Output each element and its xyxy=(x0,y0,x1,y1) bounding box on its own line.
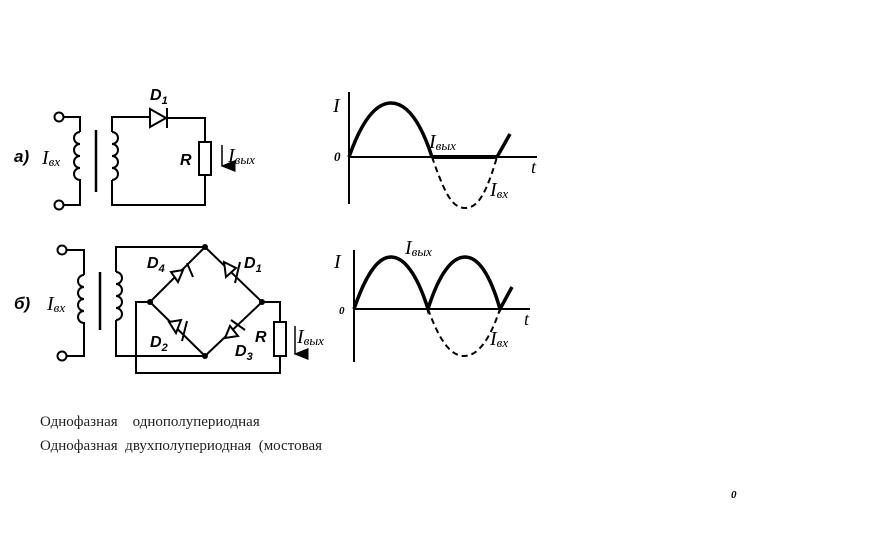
secondary-coil-a xyxy=(111,131,119,181)
bridge-edge-d1 xyxy=(204,246,263,303)
diode-d4-label: D xyxy=(147,255,159,272)
input-current-a-sub: вх xyxy=(49,154,61,169)
terminal-a-bottom xyxy=(53,199,65,211)
resistor-a-label: R xyxy=(180,152,192,169)
diode-d1-a xyxy=(149,107,169,129)
corner-mark: 0 xyxy=(731,489,737,501)
graph-a-y-label: I xyxy=(332,95,341,117)
svg-text:Iвх: Iвх xyxy=(46,293,65,315)
diode-d2-label: D xyxy=(150,334,162,351)
svg-text:D3: D3 xyxy=(235,343,253,363)
svg-text:Iвх: Iвх xyxy=(489,179,508,201)
circuit-a-tag: а) xyxy=(14,147,29,166)
graph-a-input-sub: вх xyxy=(497,186,509,201)
graph-a-output-label: I xyxy=(428,131,437,153)
diode-d3-sub: 3 xyxy=(247,351,253,363)
output-current-b: I xyxy=(296,326,305,348)
resistor-b-label: R xyxy=(255,329,267,346)
graph-a-x-label: t xyxy=(531,157,537,177)
graph-b-y-label: I xyxy=(333,251,342,273)
diode-d3-label: D xyxy=(235,343,247,360)
primary-coil-a xyxy=(73,131,81,190)
input-current-b-sub: вх xyxy=(54,300,66,315)
graph-b-input-label: I xyxy=(489,328,498,350)
graph-b-output-wave xyxy=(352,255,514,315)
graph-b-output-label: I xyxy=(404,237,413,259)
graph-b xyxy=(352,250,530,362)
svg-text:Iвх: Iвх xyxy=(489,328,508,350)
graph-a-input-wave xyxy=(431,156,498,210)
input-current-a: I xyxy=(41,147,50,169)
svg-text:D4: D4 xyxy=(147,255,165,275)
svg-text:D1: D1 xyxy=(244,255,262,275)
graph-b-x-label: t xyxy=(524,309,530,329)
secondary-coil-b xyxy=(115,271,123,321)
diode-d2-b xyxy=(167,318,188,342)
svg-text:D2: D2 xyxy=(150,334,168,354)
diode-d3-b xyxy=(223,319,246,340)
resistor-a xyxy=(198,141,212,176)
graph-a-output-wave xyxy=(347,101,434,158)
output-current-a: I xyxy=(227,145,236,167)
svg-text:Iвых: Iвых xyxy=(428,131,456,153)
circuit-b-tag: б) xyxy=(14,294,31,313)
graph-a-input-label: I xyxy=(489,179,498,201)
output-current-b-sub: вых xyxy=(304,333,324,348)
output-current-a-sub: вых xyxy=(235,152,255,167)
svg-text:Iвх: Iвх xyxy=(41,147,60,169)
graph-b-input-sub: вх xyxy=(497,335,509,350)
input-current-b: I xyxy=(46,293,55,315)
caption-full-wave-bridge: Однофазная двухполупериодная (мостовая xyxy=(40,438,323,454)
terminal-b-top xyxy=(56,244,68,256)
resistor-b xyxy=(273,321,287,357)
svg-text:D1: D1 xyxy=(150,87,168,107)
graph-b-output-sub: вых xyxy=(412,244,432,259)
svg-text:Iвых: Iвых xyxy=(404,237,432,259)
diode-a-sub: 1 xyxy=(162,95,168,107)
primary-coil-b xyxy=(77,274,85,330)
graph-b-origin: 0 xyxy=(339,305,345,317)
graph-a xyxy=(347,92,537,210)
graph-b-input-wave xyxy=(427,308,501,358)
circuit-b xyxy=(56,244,309,374)
graph-a-origin: 0 xyxy=(334,149,341,164)
svg-text:Iвых: Iвых xyxy=(296,326,324,348)
diode-a-label: D xyxy=(150,87,162,104)
diode-d4-b xyxy=(169,262,194,285)
terminal-b-bottom xyxy=(56,350,68,362)
bridge-nodes xyxy=(147,244,265,359)
diode-d1b-sub: 1 xyxy=(256,263,262,275)
diode-d2-sub: 2 xyxy=(161,342,168,354)
terminal-a-top xyxy=(53,111,65,123)
diode-d4-sub: 4 xyxy=(158,263,165,275)
diode-d1-b xyxy=(222,260,241,284)
circuit-a xyxy=(53,107,236,211)
graph-a-output-sub: вых xyxy=(436,138,456,153)
svg-text:Iвых: Iвых xyxy=(227,145,255,167)
caption-half-wave: Однофазная однополупериодная xyxy=(40,414,260,430)
diode-d1b-label: D xyxy=(244,255,256,272)
